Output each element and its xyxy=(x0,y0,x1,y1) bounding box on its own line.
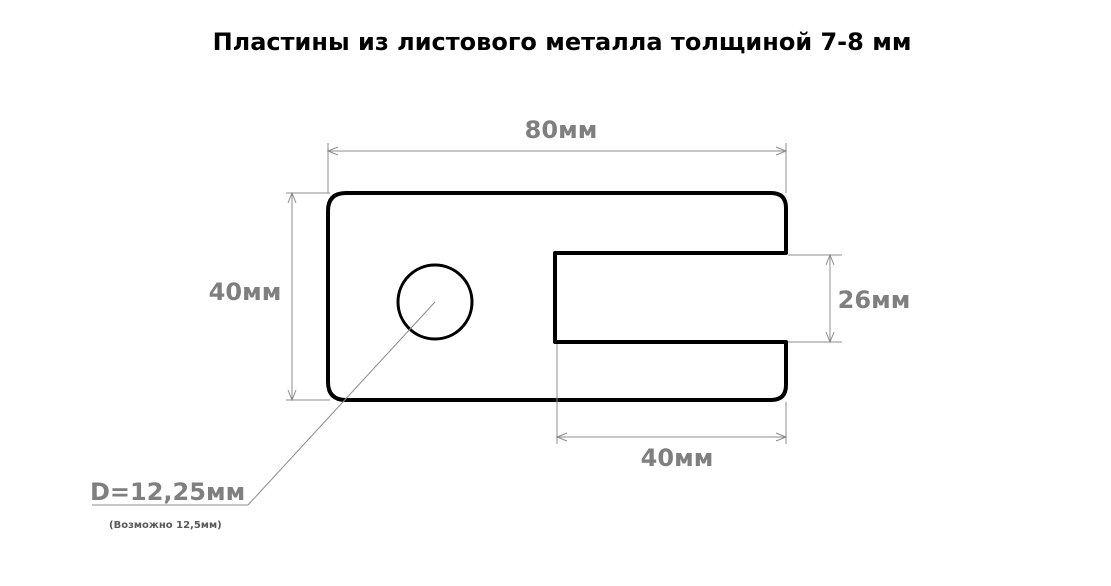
dimension-label-26: 26мм xyxy=(838,286,911,314)
arrowhead-26-top xyxy=(825,253,835,266)
drawing-title: Пластины из листового металла толщиной 7… xyxy=(213,28,912,56)
dimension-label-80: 80мм xyxy=(525,116,598,144)
mounting-hole xyxy=(396,263,474,341)
plate-outline xyxy=(326,191,788,402)
arrowhead-26-bottom xyxy=(825,331,835,344)
arrowhead-40w-bottom xyxy=(287,389,297,402)
arrowhead-80-right xyxy=(775,146,788,156)
arrowhead-40w-top xyxy=(287,191,297,204)
arrowhead-40s-right xyxy=(775,432,788,442)
dimension-label-40-slot: 40мм xyxy=(641,444,714,472)
hole-diameter-note: (Возможно 12,5мм) xyxy=(109,520,222,531)
hole-diameter-label: D=12,25мм xyxy=(90,478,245,506)
dimension-label-40-width: 40мм xyxy=(209,278,282,306)
hole-leader-line xyxy=(247,301,436,506)
arrowhead-80-left xyxy=(326,146,339,156)
arrowhead-40s-left xyxy=(555,432,568,442)
